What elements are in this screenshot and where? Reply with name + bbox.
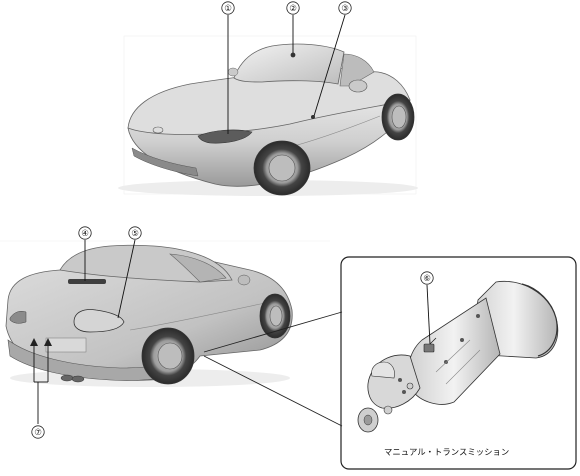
callout-6-circle	[420, 271, 434, 285]
rear-combination-lamp	[73, 309, 125, 333]
callout-1-circle	[221, 1, 235, 15]
rear-lamp-left	[9, 311, 27, 324]
rear-car-rear-hub	[157, 342, 183, 370]
rear-car-side-window	[169, 253, 227, 283]
output-flange-center	[363, 414, 373, 426]
shifter-tower	[371, 361, 395, 379]
rear-car-roof	[59, 244, 233, 283]
front-car-left-mirror	[227, 67, 239, 77]
front-car-front-hub	[268, 154, 296, 182]
rear-car-front-hub	[269, 305, 283, 327]
front-headlamp	[197, 129, 253, 144]
leader-3	[313, 14, 346, 117]
inset-connector-upper	[203, 311, 343, 353]
front-car-illustration	[118, 43, 418, 196]
exhaust-right	[71, 375, 85, 383]
case-rib-1	[435, 339, 471, 373]
rear-fog-lamp-marker-right	[44, 338, 52, 346]
case-bolt-1	[398, 378, 402, 382]
case-bolt-2	[402, 390, 406, 394]
case-bolt-5	[476, 314, 480, 318]
leader-5	[117, 239, 136, 319]
callout-7: ⑦	[34, 428, 42, 438]
callout-5: ⑤	[131, 229, 139, 239]
fitting-2	[406, 382, 414, 390]
license-plate-area	[45, 337, 87, 353]
rear-car-illustration	[5, 244, 293, 387]
high-mount-stop-lamp	[68, 279, 106, 284]
case-bolt-3	[444, 360, 448, 364]
bell-housing-flange	[521, 283, 558, 357]
callout-numbers: ① ② ③ ④ ⑤ ⑥ ⑦	[31, 1, 434, 439]
case-rib-2	[445, 349, 481, 385]
roof-sensor-target	[290, 52, 296, 58]
front-grille	[131, 147, 199, 177]
fitting-1	[383, 405, 393, 415]
inset-connector-lower	[203, 355, 343, 427]
front-car-windshield	[233, 43, 345, 85]
callout-4: ④	[81, 229, 89, 239]
callout-7-circle	[31, 425, 45, 439]
callout-3-circle	[338, 1, 352, 15]
inset-caption: マニュアル・トランスミッション	[384, 447, 509, 457]
callout-2: ②	[289, 4, 297, 14]
front-car-mirror	[348, 79, 368, 93]
front-car-rear-hub	[391, 105, 407, 129]
callout-4-circle	[78, 226, 92, 240]
backup-lamp-switch-connector	[429, 337, 437, 345]
callout-2-circle	[286, 1, 300, 15]
transmission-illustration	[357, 280, 559, 433]
rear-fog-lamp-marker-left	[30, 338, 38, 346]
backup-lamp-switch	[423, 343, 435, 353]
leader-6	[426, 284, 431, 345]
transmission-inset: マニュアル・トランスミッション	[203, 256, 577, 470]
front-car-hood	[127, 65, 411, 135]
rear-car-mirror	[237, 274, 251, 286]
callout-6: ⑥	[423, 274, 431, 284]
callout-3: ③	[341, 4, 349, 14]
callout-leaders	[33, 14, 431, 424]
exhaust-left	[60, 374, 74, 382]
case-bolt-4	[460, 338, 464, 342]
front-emblem	[152, 126, 164, 134]
callout-5-circle	[128, 226, 142, 240]
callout-1: ①	[224, 4, 232, 14]
